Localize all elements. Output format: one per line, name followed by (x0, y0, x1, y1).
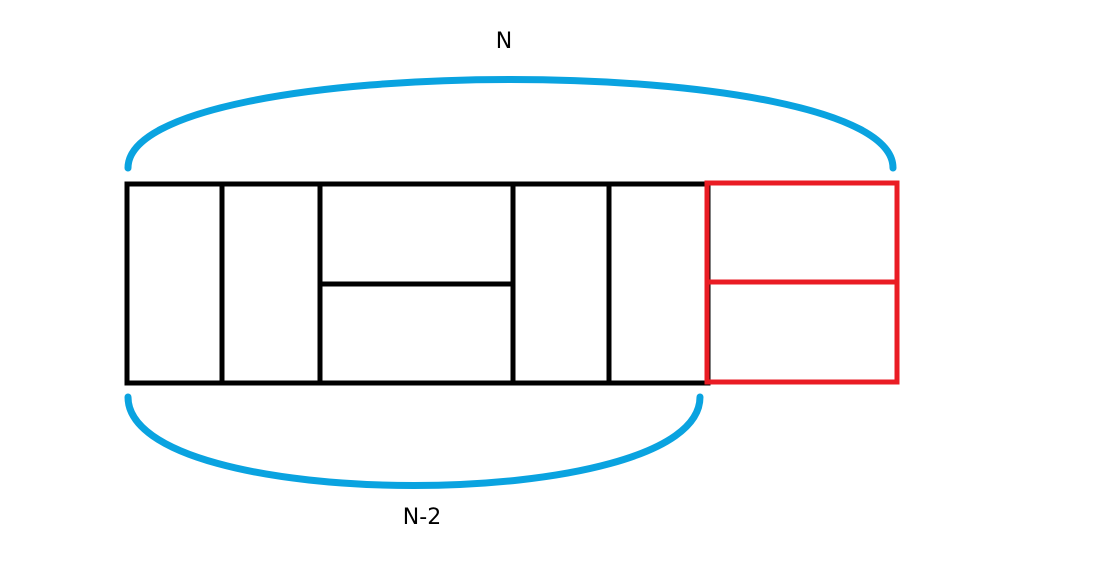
top-label: N (496, 29, 512, 54)
top-arc (124, 76, 897, 172)
red-tiles (704, 180, 900, 385)
bottom-label: N-2 (403, 505, 441, 530)
bottom-arc (124, 393, 704, 489)
black-tiles (124, 181, 711, 386)
